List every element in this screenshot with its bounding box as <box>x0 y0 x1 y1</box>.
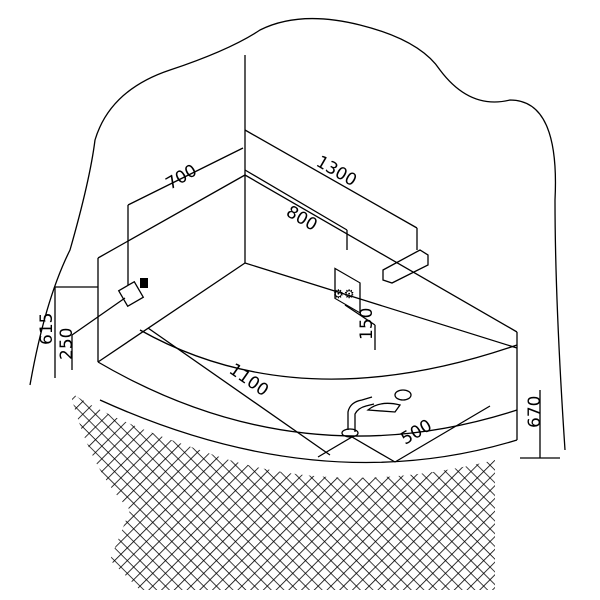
jet-panel-icon <box>334 267 361 314</box>
dim-700: 700 <box>163 161 201 195</box>
tub-skirt <box>70 392 495 590</box>
panel-knob-icon <box>140 278 148 288</box>
dim-615: 615 <box>37 313 57 345</box>
dim-800: 800 <box>283 202 321 236</box>
spout-icon <box>382 249 429 284</box>
dim-1100: 1100 <box>225 360 272 401</box>
left-dimension-lines <box>54 286 126 378</box>
front-dimension-lines <box>147 304 560 463</box>
tub-top-edge <box>97 174 518 333</box>
tub-floor-edge <box>97 262 518 363</box>
inner-rim <box>139 329 518 380</box>
dim-670: 670 <box>525 396 545 428</box>
tub-side-edges <box>97 258 518 440</box>
control-panel-icon <box>117 280 145 308</box>
wall-outline <box>29 17 566 451</box>
dim-500: 500 <box>398 416 436 450</box>
dim-1300: 1300 <box>313 152 360 191</box>
top-dimension-lines <box>127 129 418 285</box>
dim-250: 250 <box>57 328 77 360</box>
faucet-icon <box>347 389 412 432</box>
drain-icon <box>341 428 359 438</box>
outer-rim <box>97 361 518 464</box>
jet-symbol: ⚙⚙ <box>333 287 355 301</box>
dim-150: 150 <box>357 308 377 340</box>
